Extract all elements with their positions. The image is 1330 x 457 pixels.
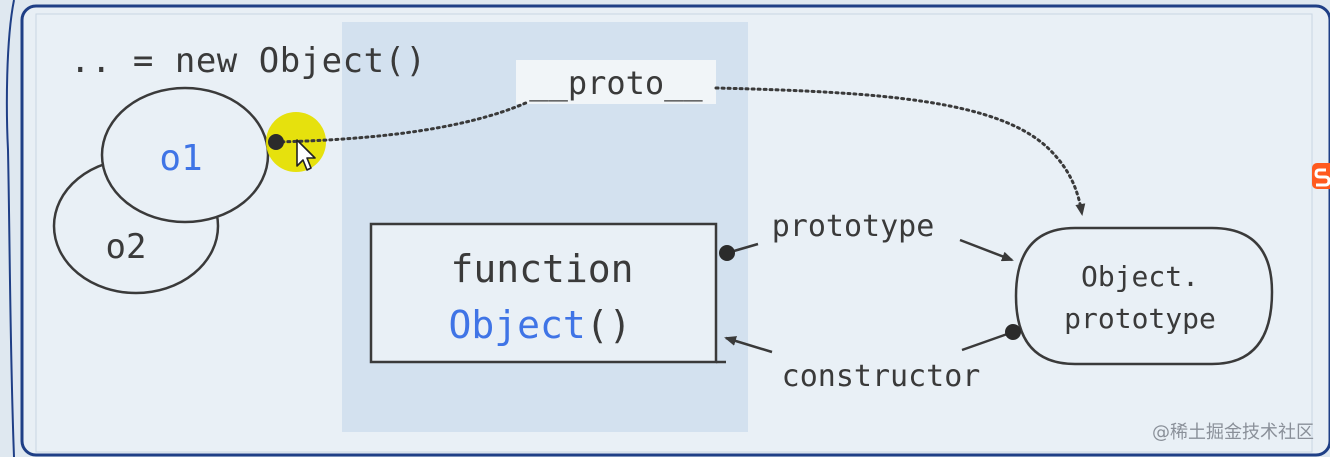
mouse-pointer-icon <box>296 139 316 171</box>
proto-link-arrow <box>714 86 1086 216</box>
proto-label-backdrop <box>516 60 716 104</box>
constructor-link-arrow <box>724 336 773 354</box>
function-parens: () <box>586 303 632 347</box>
proto-label: __proto__ <box>529 64 703 102</box>
instance-o1-ellipse <box>100 86 270 224</box>
function-name: Object <box>448 303 585 347</box>
proto-link-origin-dot <box>268 134 284 150</box>
instance-o2-label: o2 <box>106 227 147 267</box>
object-prototype-box <box>1014 226 1274 366</box>
function-keyword: function <box>450 247 633 291</box>
left-edge-bracket <box>5 0 15 457</box>
instance-o1-label: o1 <box>159 138 202 179</box>
prototype-link-origin-dot <box>719 245 735 261</box>
code-line: .. = new Object() <box>70 41 427 81</box>
proto-link-line <box>274 100 530 144</box>
constructor-link-label: constructor <box>782 359 981 394</box>
watermark: @稀土掘金技术社区 <box>1152 422 1314 443</box>
constructor-link-origin-dot <box>1005 324 1021 340</box>
object-prototype-line2: prototype <box>1064 302 1216 335</box>
brand-s-icon <box>1312 163 1330 189</box>
prototype-link-arrow <box>959 238 1014 262</box>
function-object-box <box>369 222 718 364</box>
function-signature: Object() <box>448 303 631 347</box>
prototype-link-label: prototype <box>772 209 935 244</box>
constructor-link-start <box>961 330 1014 352</box>
object-prototype-line1: Object. <box>1081 260 1199 293</box>
